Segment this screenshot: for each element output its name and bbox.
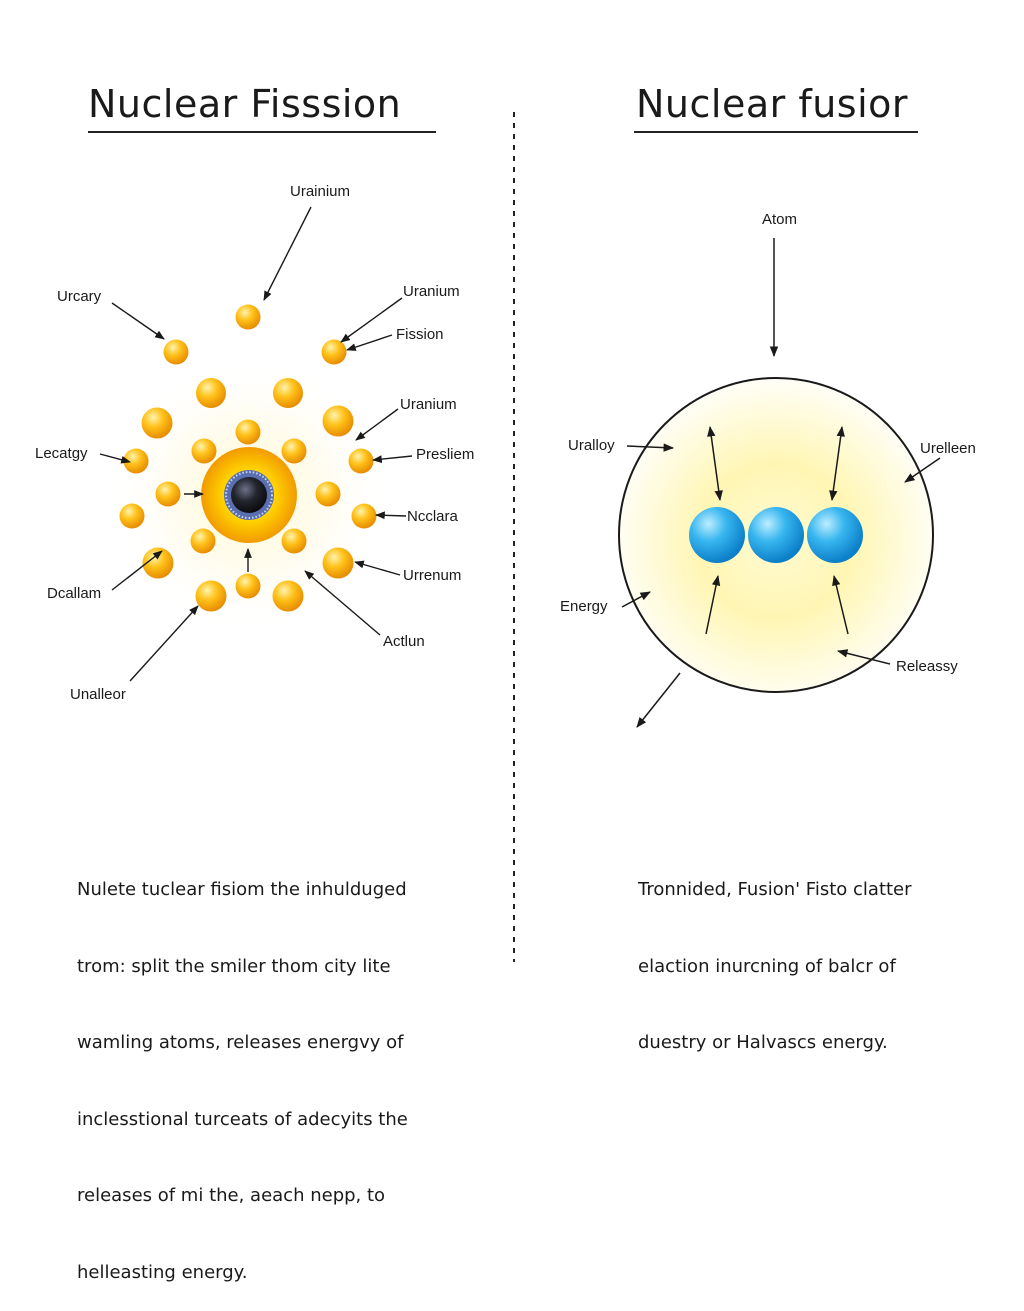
arrow — [375, 511, 407, 520]
particle — [322, 405, 354, 437]
label-dcallam: Dcallam — [47, 585, 101, 602]
arrow — [904, 457, 941, 483]
particle — [155, 481, 181, 507]
fusion-title: Nuclear fusior — [636, 82, 908, 126]
arrow — [707, 425, 723, 502]
arrow — [626, 443, 675, 452]
particle — [273, 378, 303, 408]
label-urainium: Urainium — [290, 183, 350, 200]
arrow — [621, 591, 651, 608]
particle — [322, 547, 354, 579]
caption-line: elaction inurcning of balcr of — [638, 955, 896, 977]
particle — [191, 438, 217, 464]
label-urrenum: Urrenum — [403, 567, 461, 584]
fusion-arrows — [621, 238, 941, 728]
fusion-panel: Nuclear fusior Atom Uralloy Urelleen Ene… — [560, 82, 976, 728]
label-presliem: Presliem — [416, 446, 474, 463]
caption-line: duestry or Halvascs energy. — [638, 1032, 888, 1053]
caption-line: Tronnided, Fusion' Fisto clatter — [638, 879, 912, 900]
label-uranium: Uranium — [403, 283, 460, 300]
particle — [141, 407, 173, 439]
label-unalleor: Unalleor — [70, 686, 126, 703]
particle — [351, 503, 377, 529]
arrow — [263, 206, 312, 301]
particle — [315, 481, 341, 507]
fission-arrows — [99, 206, 413, 682]
arrow — [111, 550, 163, 591]
fission-particles — [119, 304, 377, 612]
diagram-canvas: Nuclear Fisssion — [35, 82, 976, 1283]
nucleus-ring-speckle — [225, 471, 273, 519]
caption-line: releases of mi the, aeach nepp, to — [77, 1185, 386, 1206]
particle — [235, 573, 261, 599]
fission-nucleus — [201, 447, 297, 543]
label-releassy: Releassy — [896, 658, 958, 675]
nucleon — [748, 507, 804, 563]
fission-title: Nuclear Fisssion — [88, 82, 401, 126]
arrow — [340, 297, 403, 343]
particle — [163, 339, 189, 365]
nucleon — [689, 507, 745, 563]
arrow — [836, 649, 891, 665]
particle — [281, 438, 307, 464]
label-atom: Atom — [762, 211, 797, 228]
caption-line: helleasting energy. — [77, 1261, 248, 1283]
label-lecatgy: Lecatgy — [35, 445, 88, 462]
particle — [321, 339, 347, 365]
fission-caption: Nulete tuclear fisiom the inhulduged tro… — [77, 826, 408, 1311]
particle — [235, 419, 261, 445]
caption-line: trom: split the smiler thom city lite — [77, 955, 391, 977]
particle — [235, 304, 261, 330]
label-ncclara: Ncclara — [407, 508, 459, 525]
arrow — [99, 453, 131, 464]
particle — [195, 580, 227, 612]
particle — [190, 528, 216, 554]
label-urcary: Urcary — [57, 288, 102, 305]
fusion-caption: Tronnided, Fusion' Fisto clatter elactio… — [638, 826, 912, 1081]
fission-panel: Nuclear Fisssion — [35, 82, 474, 703]
nucleon — [807, 507, 863, 563]
label-energy: Energy — [560, 598, 608, 615]
particle — [119, 503, 145, 529]
particle — [142, 547, 174, 579]
arrow — [636, 672, 681, 728]
label-actlun: Actlun — [383, 633, 425, 650]
particle — [272, 580, 304, 612]
particle — [196, 378, 226, 408]
diagram-svg: Nuclear Fisssion — [35, 82, 976, 962]
label-urelleen: Urelleen — [920, 440, 976, 457]
arrow — [355, 408, 399, 441]
nucleus-core — [231, 477, 267, 513]
arrow — [705, 574, 721, 635]
label-uranium-2: Uranium — [400, 396, 457, 413]
particle — [281, 528, 307, 554]
caption-line: inclesstional turceats of adecyits the — [77, 1108, 408, 1130]
arrow — [829, 425, 845, 502]
caption-line: wamling atoms, releases energvy of — [77, 1032, 404, 1053]
particle — [348, 448, 374, 474]
label-uralloy: Uralloy — [568, 437, 615, 454]
fusion-nucleons — [689, 507, 863, 563]
arrow — [372, 455, 413, 463]
arrow — [346, 334, 393, 351]
arrow — [129, 605, 199, 682]
label-fission: Fission — [396, 326, 444, 343]
caption-line: Nulete tuclear fisiom the inhulduged — [77, 879, 407, 900]
particle — [123, 448, 149, 474]
arrow — [111, 302, 165, 340]
arrow — [304, 570, 381, 636]
arrow — [832, 574, 849, 635]
arrow — [354, 560, 401, 576]
